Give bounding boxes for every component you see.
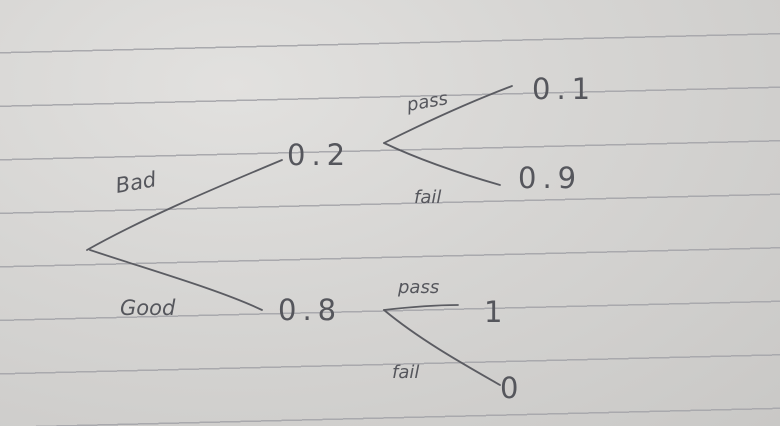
outcome-good-pass-probability: 1 bbox=[484, 295, 508, 329]
branch-good-pass-line bbox=[383, 304, 459, 311]
branch-good-label: Good bbox=[120, 296, 176, 320]
branch-good-fail-line bbox=[383, 309, 501, 386]
branch-bad-pass-label: pass bbox=[404, 88, 449, 116]
branch-bad-fail-label: fail bbox=[414, 187, 441, 208]
outcome-good-fail-probability: 0 bbox=[500, 371, 524, 405]
branch-good-line bbox=[89, 249, 263, 311]
branch-bad-line bbox=[86, 159, 283, 251]
branch-good-pass-label: pass bbox=[397, 277, 439, 298]
outcome-bad-pass-probability: 0.1 bbox=[532, 72, 596, 106]
branch-bad-probability: 0.2 bbox=[287, 138, 351, 172]
branch-bad-fail-line bbox=[383, 142, 501, 186]
outcome-bad-fail-probability: 0.9 bbox=[518, 161, 582, 195]
branch-good-fail-label: fail bbox=[392, 362, 419, 383]
branch-bad-label: Bad bbox=[114, 167, 159, 198]
branch-good-probability: 0.8 bbox=[278, 293, 342, 327]
branch-bad-pass-line bbox=[383, 85, 513, 144]
